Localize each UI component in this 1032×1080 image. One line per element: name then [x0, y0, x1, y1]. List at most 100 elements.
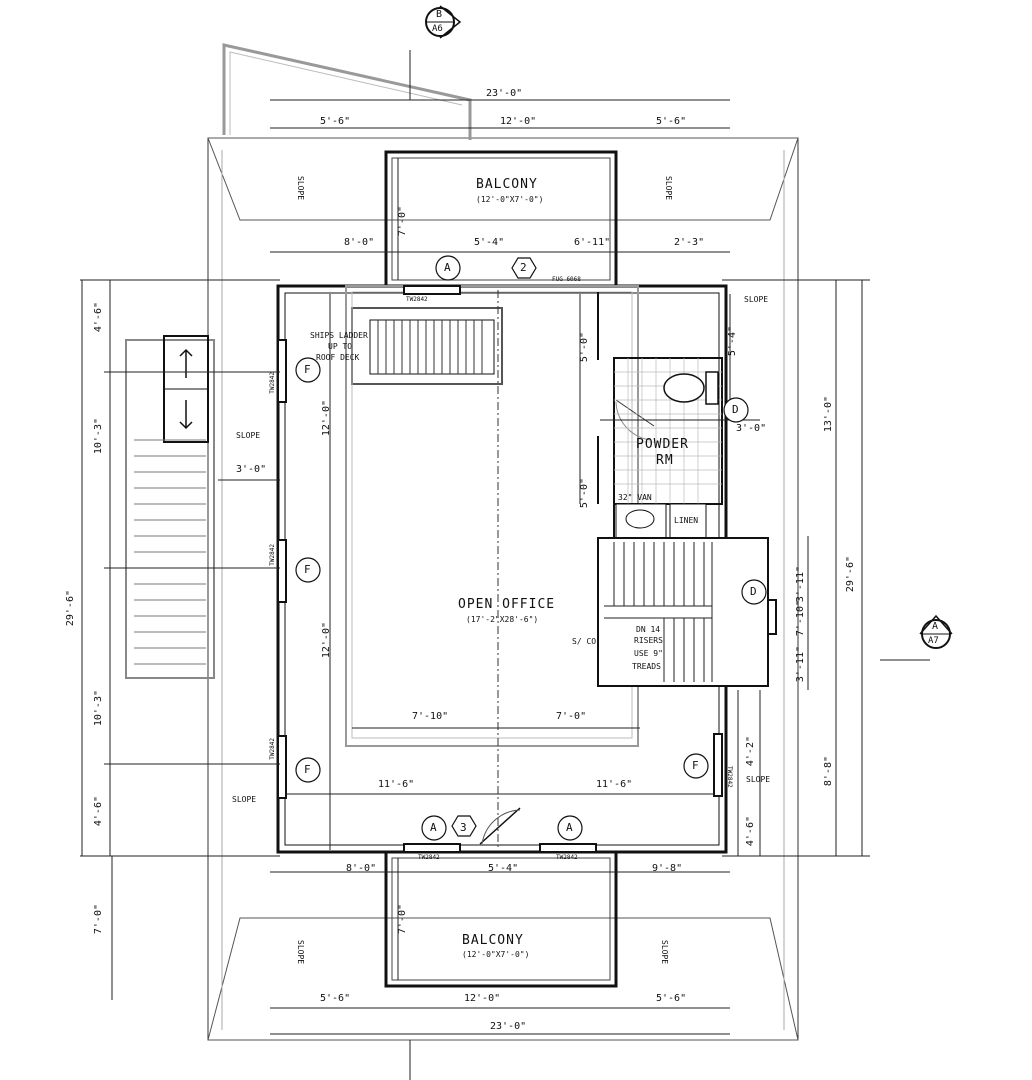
ships-ladder-note-1: SHIPS LADDER	[310, 331, 368, 340]
slope-left-mid: SLOPE	[236, 431, 261, 440]
dim-right-88: 8'-8"	[823, 756, 834, 787]
dim-mid-611: 6'-11"	[574, 237, 611, 248]
linen-label: LINEN	[674, 516, 699, 525]
section-a-sheet: A7	[928, 636, 939, 646]
tag-a-top: A	[444, 261, 451, 274]
interior-stair	[597, 537, 769, 687]
tag-f-2: F	[304, 563, 311, 576]
window-tag-4: TW2842	[269, 738, 276, 760]
dim-int-116b: 11'-6"	[596, 779, 633, 790]
dim-pr-54: 5'-4"	[727, 326, 738, 357]
dim-mid-23: 2'-3"	[674, 237, 705, 248]
sc-label: S/ CO	[572, 637, 597, 646]
dim-left-103b: 10'-3"	[93, 690, 104, 727]
dim-bot-right: 5'-6"	[656, 993, 687, 1004]
powder-room	[613, 357, 723, 505]
stair-note-4: TREADS	[632, 662, 661, 671]
tag-d-2: D	[750, 585, 757, 598]
tag-f-4: F	[692, 759, 699, 772]
stair-note-2: RISERS	[634, 636, 663, 645]
dim-mid-8: 8'-0"	[344, 237, 375, 248]
dim-deck-3: 3'-0"	[236, 464, 267, 475]
dim-bot-98: 9'-8"	[652, 863, 683, 874]
toilet	[663, 373, 705, 403]
powder-room-label-1: POWDER	[636, 437, 689, 452]
slope-top-right: SLOPE	[664, 176, 673, 201]
dim-st-311a: 3'-11"	[795, 566, 806, 603]
window-tag-7: TW2842	[556, 854, 578, 861]
roof-deck-rail	[222, 43, 472, 140]
door-tag: FUG 6068	[552, 276, 581, 283]
dim-in-12a: 12'-0"	[321, 400, 332, 437]
open-office-size: (17'-2"X28'-6")	[466, 615, 539, 624]
dim-int-70: 7'-0"	[556, 711, 587, 722]
dim-overall-top: 23'-0"	[486, 88, 523, 99]
dim-int-116a: 11'-6"	[378, 779, 415, 790]
dim-right-42: 4'-2"	[745, 736, 756, 767]
section-a-letter: A	[932, 621, 939, 632]
dim-bot-mid: 12'-0"	[464, 993, 501, 1004]
dim-right-total: 29'-6"	[845, 556, 856, 593]
dim-st-710: 7'-10"	[795, 600, 806, 637]
section-b-sheet: A6	[432, 24, 443, 34]
dim-bot-left-70: 7'-0"	[93, 904, 104, 935]
dim-bot-8: 8'-0"	[346, 863, 377, 874]
dim-int-710: 7'-10"	[412, 711, 449, 722]
slope-bottom-right: SLOPE	[660, 940, 669, 965]
section-b-letter: B	[436, 9, 443, 20]
balcony-top-size: (12'-0"X7'-0")	[476, 195, 544, 204]
balcony-bottom-label: BALCONY	[462, 933, 524, 948]
dim-right-13: 13'-0"	[823, 396, 834, 433]
tag-a-bl: A	[430, 821, 437, 834]
window-tag-3: TW2842	[269, 544, 276, 566]
window-tag-2: TW2842	[269, 372, 276, 394]
stair-note-1: DN 14	[636, 625, 661, 634]
dim-left-46a: 4'-6"	[93, 302, 104, 333]
dim-pr-5a: 5'-0"	[579, 332, 590, 363]
dim-bot-balc-depth: 7'-0"	[397, 904, 408, 935]
dim-pr-5b: 5'-0"	[579, 478, 590, 509]
dim-bot-54: 5'-4"	[488, 863, 519, 874]
tag-f-3: F	[304, 763, 311, 776]
dim-right-46: 4'-6"	[745, 816, 756, 847]
window-tag-1: TW2842	[406, 296, 428, 303]
balcony-bottom-size: (12'-0"X7'-0")	[462, 950, 530, 959]
vanity	[615, 503, 667, 539]
slope-right-top: SLOPE	[744, 295, 769, 304]
dim-in-12b: 12'-0"	[321, 622, 332, 659]
exterior-stair	[125, 339, 215, 679]
dim-top-right: 5'-6"	[656, 116, 687, 127]
dim-left-103a: 10'-3"	[93, 418, 104, 455]
ships-ladder-note-2: UP TO	[328, 342, 353, 351]
dim-left-total: 29'-6"	[65, 590, 76, 627]
slope-bottom-left: SLOPE	[296, 940, 305, 965]
slope-right-bottom: SLOPE	[746, 775, 771, 784]
tag-3: 3	[460, 821, 467, 834]
balcony-bottom-outline	[384, 850, 618, 988]
dim-top-mid: 12'-0"	[500, 116, 537, 127]
dim-mid-54: 5'-4"	[474, 237, 505, 248]
vanity-label: 32" VAN	[618, 493, 652, 502]
tag-d-1: D	[732, 403, 739, 416]
slope-left-bottom: SLOPE	[232, 795, 257, 804]
powder-room-label-2: RM	[656, 453, 674, 468]
roof-bottom-eave	[207, 917, 799, 1041]
balcony-top-outline	[384, 150, 618, 288]
dim-top-left: 5'-6"	[320, 116, 351, 127]
window-tag-6: TW2842	[418, 854, 440, 861]
dim-left-46b: 4'-6"	[93, 796, 104, 827]
slope-top-left: SLOPE	[296, 176, 305, 201]
dim-overall-bottom: 23'-0"	[490, 1021, 527, 1032]
balcony-top-label: BALCONY	[476, 177, 538, 192]
ships-ladder	[351, 307, 503, 385]
dim-balc-depth-top: 7'-0"	[397, 206, 408, 237]
dim-pr-3: 3'-0"	[736, 423, 767, 434]
tag-a-br: A	[566, 821, 573, 834]
window-tag-5: TW2842	[726, 766, 733, 788]
tag-f-1: F	[304, 363, 311, 376]
stair-note-3: USE 9"	[634, 649, 663, 658]
tag-2: 2	[520, 261, 527, 274]
roof-top-eave	[207, 137, 799, 221]
dim-bot-left: 5'-6"	[320, 993, 351, 1004]
